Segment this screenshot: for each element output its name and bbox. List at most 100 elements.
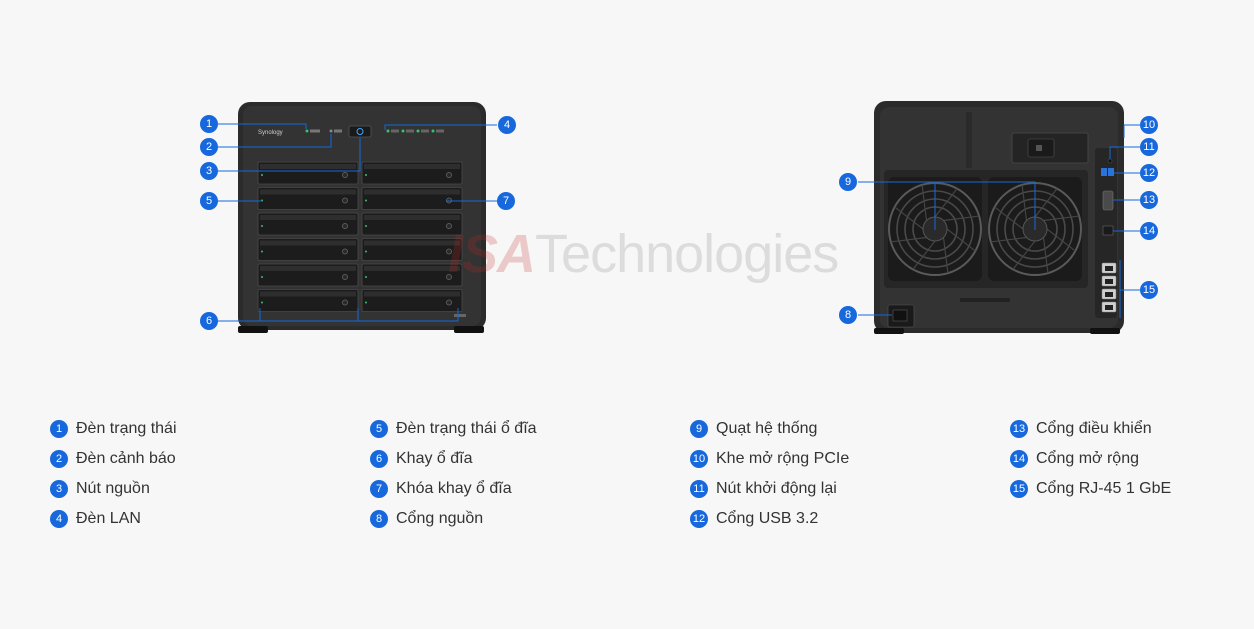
drive-status-led (365, 301, 367, 304)
tray-lock-icon (446, 172, 452, 178)
lan-led-3 (416, 129, 420, 133)
drive-status-led (365, 199, 367, 202)
watermark-rest: Technologies (535, 224, 839, 284)
leader-2 (218, 134, 332, 148)
lan-led-4 (431, 129, 435, 133)
legend-label: Cổng điều khiển (1036, 420, 1152, 437)
drive-tray-top (364, 240, 460, 246)
legend-label: Cổng RJ-45 1 GbE (1036, 480, 1172, 497)
fan-grill-spoke (994, 206, 1024, 230)
pcie-screw (1036, 145, 1042, 151)
callout-12: 12 (1140, 164, 1158, 182)
tray-lock-icon (342, 172, 348, 178)
fan-grill-spoke (1046, 228, 1076, 252)
rj45-port-opening (1105, 305, 1113, 310)
callout-5: 5 (200, 192, 218, 210)
leader-lines (218, 123, 1140, 322)
leader-10 (1123, 124, 1140, 138)
tray-lock-icon (342, 299, 348, 306)
rj45-port-opening (1105, 292, 1113, 297)
tray-lock-icon (446, 248, 452, 255)
tray-lock-icon (342, 248, 348, 255)
legend-item: 13 Cổng điều khiển (1010, 414, 1240, 444)
legend-label: Đèn trạng thái (76, 420, 177, 437)
front-foot-right (454, 326, 484, 333)
tray-lock-icon (342, 197, 348, 204)
brand-logo: Synology (258, 130, 283, 136)
drive-tray-top (364, 189, 460, 195)
fan-grill-spoke (890, 236, 927, 243)
legend-number: 1 (50, 420, 68, 438)
drive-tray-top (364, 164, 460, 169)
drive-status-led (365, 250, 367, 253)
legend-label: Đèn LAN (76, 510, 141, 527)
legend-item: 1 Đèn trạng thái (50, 414, 350, 444)
drive-status-led (365, 225, 367, 227)
leader-3 (218, 138, 361, 172)
usb-port-1 (1101, 168, 1107, 176)
console-port (1102, 190, 1114, 211)
fan-grill-spoke (912, 240, 936, 270)
model-label (454, 314, 466, 317)
legend-label: Đèn cảnh báo (76, 450, 176, 467)
fan-grill-spoke (894, 206, 924, 230)
legend-number: 9 (690, 420, 708, 438)
tray-lock-icon (446, 274, 452, 280)
lan-led-1 (386, 129, 390, 133)
expansion-port (1102, 225, 1114, 236)
fan-grill-spoke (990, 236, 1027, 243)
lan-led-text-3 (421, 129, 429, 133)
callout-7: 7 (497, 192, 515, 210)
drive-tray-top (364, 266, 460, 271)
legend-label: Khe mở rộng PCIe (716, 450, 850, 467)
drive-tray-top (364, 215, 460, 220)
fan-grill-spoke (1043, 215, 1080, 222)
drive-status-led (261, 225, 263, 227)
legend-number: 14 (1010, 450, 1028, 468)
callout-14: 14 (1140, 222, 1158, 240)
leader-15 (1119, 260, 1140, 318)
legend-number: 7 (370, 480, 388, 498)
reset-button[interactable] (1107, 158, 1113, 164)
front-foot-left (238, 326, 268, 333)
lan-led-text-4 (436, 129, 444, 133)
power-inlet-socket (892, 309, 908, 322)
fan-grill-spoke (946, 228, 976, 252)
lan-led-2 (401, 129, 405, 133)
drive-tray-top (260, 240, 356, 246)
callout-9: 9 (839, 173, 857, 191)
drive-tray-top (260, 189, 356, 195)
lan-led-text-2 (406, 129, 414, 133)
status-led (305, 129, 309, 133)
callout-10: 10 (1140, 116, 1158, 134)
legend-label: Khay ổ đĩa (396, 450, 473, 467)
fan-grill-spoke (942, 237, 949, 274)
fan-grill-spoke (1034, 188, 1058, 218)
power-button[interactable] (348, 125, 372, 138)
callout-3: 3 (200, 162, 218, 180)
fan-grill-spoke (1012, 240, 1036, 270)
callout-15: 15 (1140, 281, 1158, 299)
back-foot-right (1090, 328, 1120, 334)
power-icon (356, 128, 364, 135)
callout-8: 8 (839, 306, 857, 324)
back-vent-slot (960, 298, 1010, 302)
drive-tray-top (364, 291, 460, 297)
legend-number: 13 (1010, 420, 1028, 438)
legend-label: Nút nguồn (76, 480, 150, 497)
drive-status-led (261, 301, 263, 304)
fan-grill-spoke (1042, 237, 1049, 274)
fan-grill-spoke (921, 184, 928, 221)
legend-label: Khóa khay ổ đĩa (396, 480, 512, 497)
tray-lock-icon (342, 274, 348, 280)
drive-tray-top (260, 164, 356, 169)
